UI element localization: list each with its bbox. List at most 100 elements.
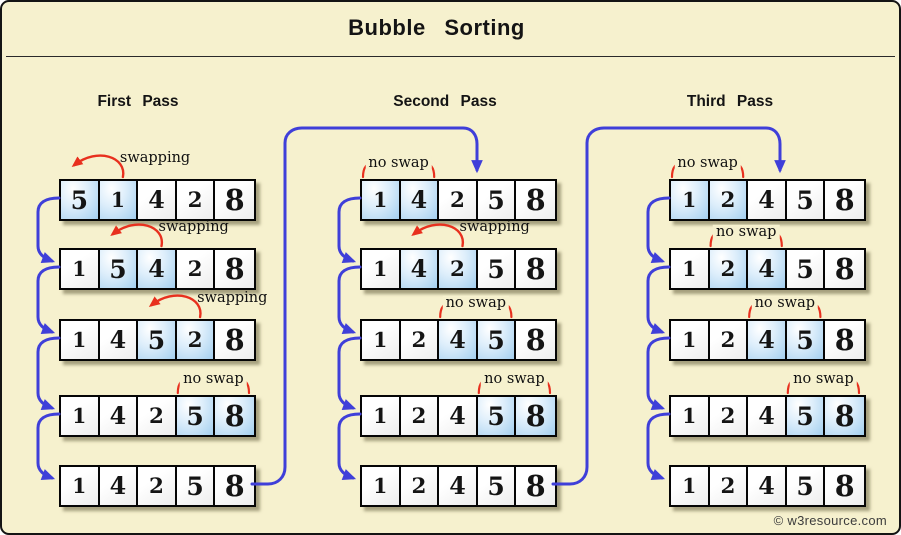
array-cell: 4 (748, 250, 787, 288)
array-cell: 2 (138, 397, 177, 435)
array-cell: 2 (709, 467, 749, 505)
array-cell: 8 (516, 181, 555, 219)
array-cell: 1 (99, 181, 139, 219)
array-cell: 8 (516, 321, 555, 359)
array-cell: 5 (786, 250, 826, 288)
array-cell: 4 (138, 250, 177, 288)
next-row-connector-arrow (646, 265, 671, 334)
array-cell: 4 (400, 250, 440, 288)
array-cell: 2 (439, 250, 478, 288)
array-cell: 8 (516, 467, 555, 505)
swapping-arrow (71, 154, 125, 179)
array-cell: 8 (825, 397, 864, 435)
array-cell: 2 (176, 181, 216, 219)
comparison-annotation-label: no swap (442, 296, 510, 311)
array-cell: 4 (748, 397, 787, 435)
array-cell: 5 (786, 321, 826, 359)
array-cell: 8 (215, 467, 254, 505)
array-cell: 5 (786, 467, 826, 505)
next-row-connector-arrow (646, 336, 671, 410)
array-cell: 2 (176, 250, 216, 288)
next-row-connector-arrow (36, 196, 61, 263)
next-row-connector-arrow (646, 412, 671, 480)
array-cell: 4 (99, 467, 139, 505)
array-cell: 2 (439, 181, 478, 219)
swapping-arrow (110, 223, 163, 248)
array-cell: 1 (671, 181, 710, 219)
array-cell: 8 (215, 321, 254, 359)
comparison-annotation-label: no swap (481, 372, 548, 387)
next-row-connector-arrow (646, 196, 671, 263)
array-cell: 1 (671, 467, 710, 505)
array-cell: 4 (99, 397, 139, 435)
array-cell: 5 (61, 181, 100, 219)
array-cell: 2 (138, 467, 177, 505)
array-cell: 4 (439, 321, 478, 359)
array-cell: 5 (477, 467, 517, 505)
comparison-annotation-label: swapping (459, 218, 530, 235)
array-cell: 4 (439, 467, 478, 505)
array-cell: 8 (215, 397, 254, 435)
comparison-annotation-label: swapping (158, 218, 229, 235)
watermark: © w3resource.com (773, 513, 887, 528)
array-cell: 5 (99, 250, 139, 288)
array-cell: 4 (400, 181, 440, 219)
swapping-arrow (148, 294, 202, 319)
title-separator-line (6, 56, 895, 57)
array-cell: 5 (477, 397, 517, 435)
array-cell: 1 (671, 321, 710, 359)
comparison-annotation-label: no swap (751, 296, 819, 311)
pass-label: First Pass (97, 93, 179, 110)
comparison-annotation-label: no swap (674, 156, 741, 171)
array-cell: 1 (362, 181, 401, 219)
array-cell: 5 (477, 321, 517, 359)
array-cell: 1 (671, 250, 710, 288)
comparison-annotation-label: swapping (119, 149, 191, 166)
array-cell: 8 (825, 321, 864, 359)
array-cell: 8 (825, 181, 864, 219)
array-cell: 4 (138, 181, 177, 219)
array-cell: 5 (477, 181, 517, 219)
array-cell: 1 (362, 467, 401, 505)
array-cell: 8 (215, 250, 254, 288)
swapping-arrow (411, 223, 464, 248)
pass-label: Third Pass (686, 93, 774, 110)
array-cell: 1 (362, 250, 401, 288)
comparison-annotation-label: no swap (712, 225, 780, 240)
array-cell: 5 (786, 397, 826, 435)
array-cell: 2 (400, 467, 440, 505)
array-cell: 1 (61, 250, 100, 288)
array-cell: 1 (61, 397, 100, 435)
array-cell: 4 (748, 181, 787, 219)
next-row-connector-arrow (36, 336, 61, 410)
array-cell: 5 (176, 467, 216, 505)
array-cell: 2 (400, 397, 440, 435)
array-cell: 1 (362, 397, 401, 435)
next-row-connector-arrow (36, 265, 61, 334)
array-cell: 4 (439, 397, 478, 435)
array-cell: 8 (825, 250, 864, 288)
next-row-connector-arrow (337, 412, 362, 480)
comparison-annotation-label: no swap (365, 156, 432, 171)
array-cell: 1 (61, 321, 100, 359)
next-row-connector-arrow (337, 265, 362, 334)
array-cell: 5 (176, 397, 216, 435)
array-cell: 1 (671, 397, 710, 435)
array-cell: 2 (176, 321, 216, 359)
array-cell: 8 (516, 250, 555, 288)
comparison-annotation-label: swapping (197, 289, 268, 306)
array-cell: 4 (99, 321, 139, 359)
next-row-connector-arrow (337, 336, 362, 410)
diagram-title: Bubble Sorting (348, 15, 525, 40)
